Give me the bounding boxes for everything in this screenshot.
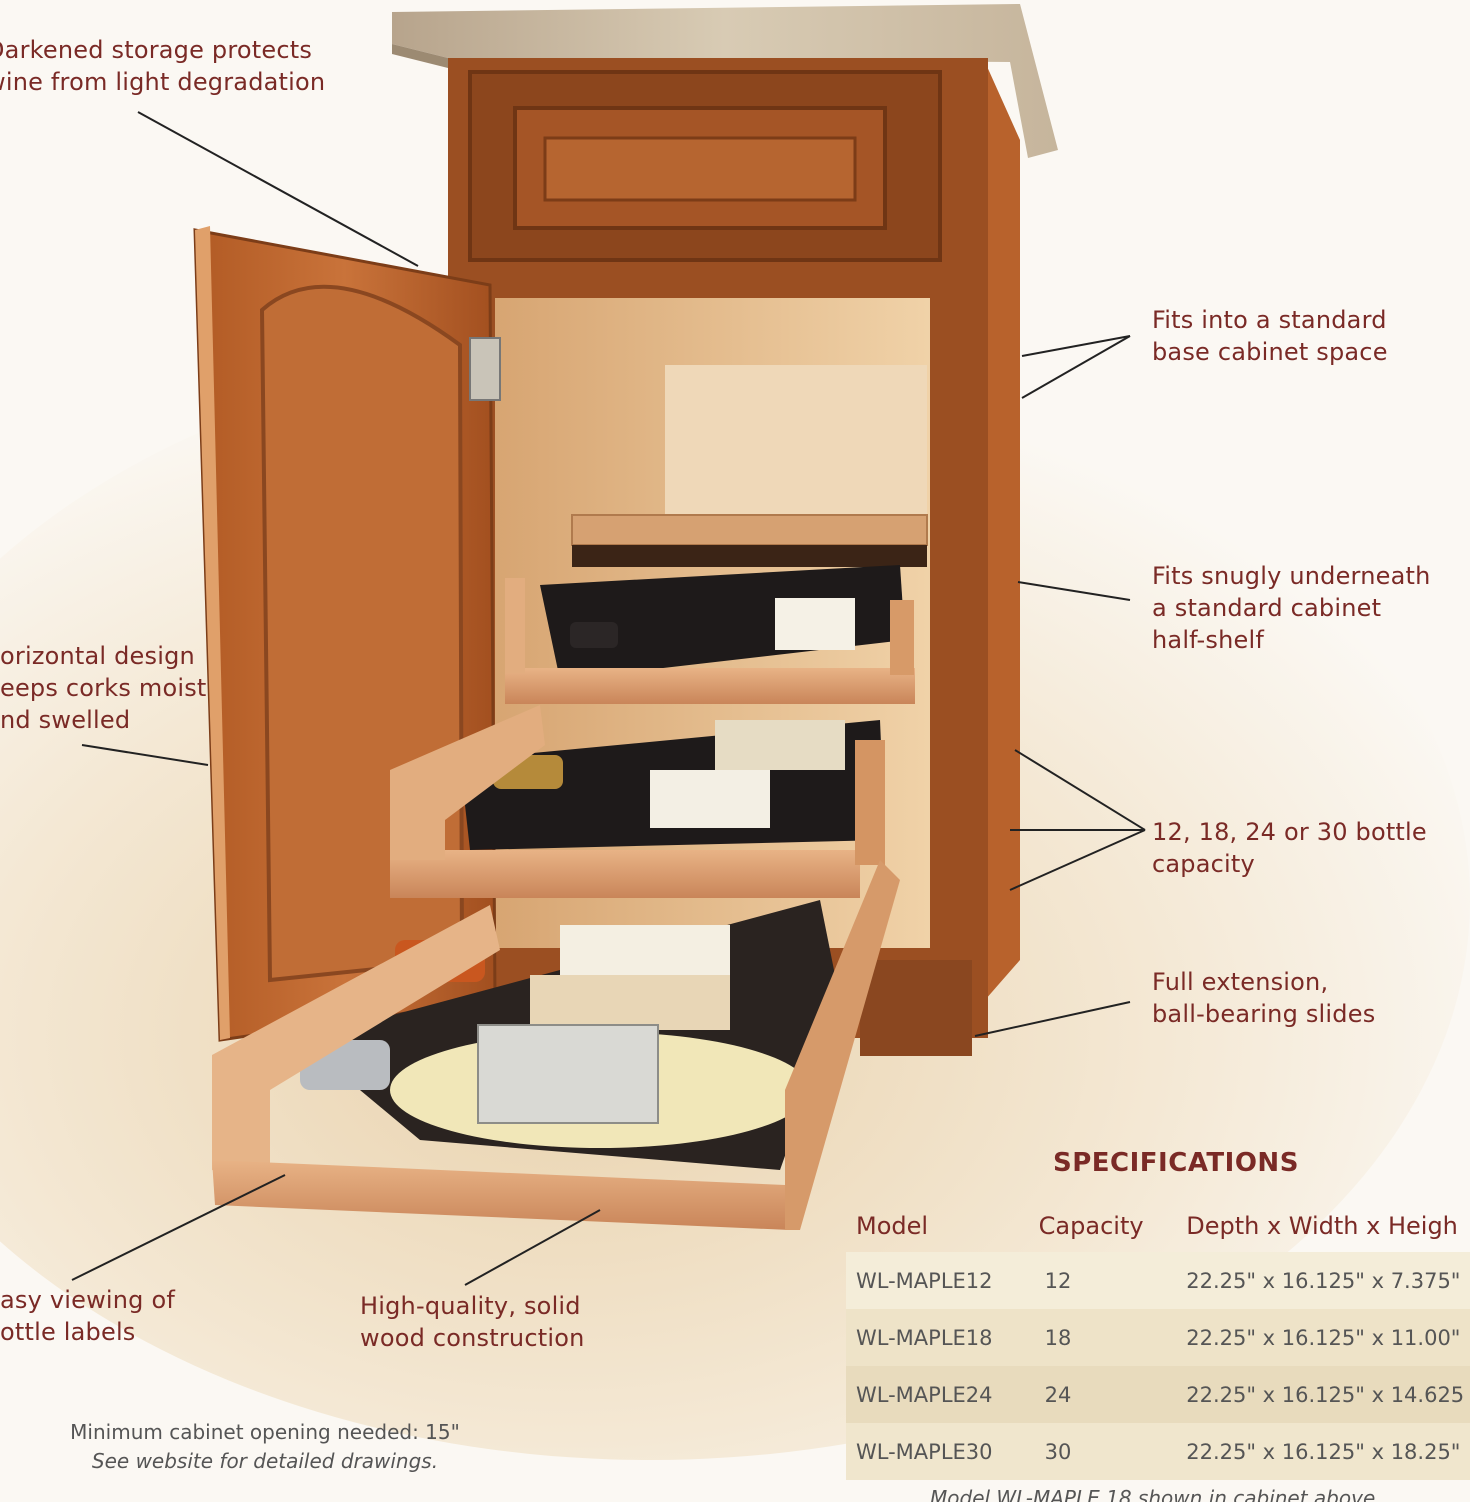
leader-horizontal	[81, 744, 209, 766]
leader-capacity-3	[1009, 829, 1146, 891]
tray-top-bottles	[540, 565, 905, 680]
leader-slides	[974, 1001, 1131, 1037]
leader-fits-base-1	[1021, 335, 1131, 357]
opening-note-line1: Minimum cabinet opening needed: 15"	[70, 1420, 460, 1444]
cabinet-side-panel	[985, 62, 1020, 1000]
model-caption: Model WL-MAPLE 18 shown in cabinet above	[930, 1486, 1376, 1502]
bottle-cap-top	[570, 622, 618, 648]
spec-header-dimensions: Depth x Width x Heigh	[1186, 1212, 1458, 1240]
leader-fits-under	[1017, 581, 1131, 601]
tray-bottom-left	[212, 905, 500, 1180]
table-row: WL-MAPLE12 12 22.25" x 16.125" x 7.375"	[846, 1252, 1470, 1309]
tray-top-front	[505, 668, 915, 704]
half-shelf	[571, 514, 928, 546]
table-row: WL-MAPLE30 30 22.25" x 16.125" x 18.25"	[846, 1423, 1470, 1480]
spec-header-row: Model Capacity Depth x Width x Heigh	[846, 1200, 1470, 1252]
bottle-label-mid	[650, 770, 770, 828]
bottle-label-sterling	[477, 1024, 659, 1124]
leader-fits-base-2	[1021, 335, 1131, 399]
spec-header-capacity: Capacity	[1038, 1212, 1144, 1240]
leader-capacity-1	[1014, 749, 1146, 831]
countertop-edge	[392, 44, 448, 68]
leader-viewing	[71, 1174, 286, 1281]
tray-mid-left	[390, 705, 545, 860]
specifications-title: SPECIFICATIONS	[1053, 1148, 1299, 1178]
tray-bottom-right	[785, 860, 900, 1230]
spec-capacity: 12	[1008, 1252, 1169, 1309]
bottle-label-mid-2	[715, 720, 845, 770]
spec-model: WL-MAPLE30	[846, 1423, 1009, 1480]
leader-wood	[464, 1209, 601, 1286]
spec-capacity: 18	[1008, 1309, 1169, 1366]
spec-model: WL-MAPLE12	[846, 1252, 1009, 1309]
table-row: WL-MAPLE18 18 22.25" x 16.125" x 11.00"	[846, 1309, 1470, 1366]
drawer-panel-inner	[543, 136, 857, 202]
spec-dimensions: 22.25" x 16.125" x 11.00"	[1168, 1309, 1470, 1366]
bottle-label-bottom-2	[530, 975, 730, 1030]
tray-mid-front	[390, 850, 860, 898]
tray-bottom-front	[212, 1160, 790, 1230]
callout-fits-under-shelf: Fits snugly underneath a standard cabine…	[1152, 562, 1431, 654]
callout-horizontal-design: orizontal design eeps corks moist nd swe…	[0, 642, 207, 734]
leader-lines	[71, 111, 1146, 1286]
spec-model: WL-MAPLE18	[846, 1309, 1009, 1366]
interior-back-wall	[665, 365, 927, 515]
spec-model: WL-MAPLE24	[846, 1366, 1009, 1423]
bottle-label-top	[775, 598, 855, 650]
callout-fits-base-cabinet: Fits into a standard base cabinet space	[1152, 306, 1388, 366]
leader-darkened	[137, 111, 419, 267]
shelf-shadow	[572, 545, 927, 567]
callout-easy-viewing: asy viewing of ottle labels	[0, 1286, 175, 1346]
callout-darkened-storage: Darkened storage protects wine from ligh…	[0, 36, 326, 96]
granite-countertop	[392, 4, 1058, 158]
spec-capacity: 24	[1008, 1366, 1169, 1423]
door-edge	[195, 226, 230, 1040]
spec-dimensions: 22.25" x 16.125" x 7.375"	[1168, 1252, 1470, 1309]
spec-dimensions: 22.25" x 16.125" x 14.625	[1168, 1366, 1470, 1423]
door-hinge	[469, 337, 501, 401]
tray-mid-right	[855, 740, 885, 865]
opening-note: Minimum cabinet opening needed: 15" See …	[40, 1418, 490, 1476]
specifications-table: Model Capacity Depth x Width x Heigh WL-…	[846, 1200, 1470, 1480]
table-row: WL-MAPLE24 24 22.25" x 16.125" x 14.625	[846, 1366, 1470, 1423]
callout-solid-wood: High-quality, solid wood construction	[360, 1292, 585, 1352]
callout-ball-bearing-slides: Full extension, ball-bearing slides	[1152, 968, 1376, 1028]
spec-dimensions: 22.25" x 16.125" x 18.25"	[1168, 1423, 1470, 1480]
callout-bottle-capacity: 12, 18, 24 or 30 bottle capacity	[1152, 818, 1427, 878]
tray-top-left	[505, 578, 525, 673]
tray-top-right	[890, 600, 914, 675]
cabinet-toe-kick	[860, 960, 972, 1056]
spec-capacity: 30	[1008, 1423, 1169, 1480]
spec-header-model: Model	[856, 1212, 929, 1240]
opening-note-line2: See website for detailed drawings.	[91, 1449, 439, 1473]
